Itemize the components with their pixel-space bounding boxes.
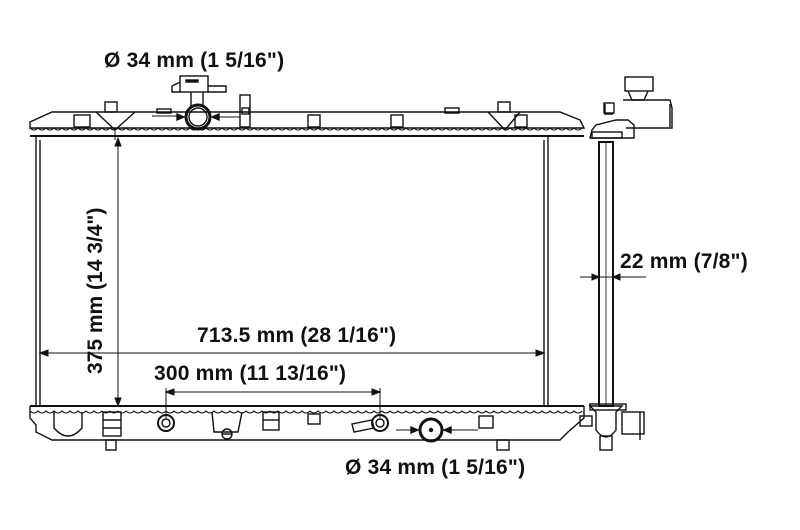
- inlet-diameter-label: Ø 34 mm (1 5/16"): [104, 49, 285, 72]
- outlet-diameter-label: Ø 34 mm (1 5/16"): [345, 456, 526, 479]
- fitting-spacing-label: 300 mm (11 13/16"): [154, 362, 347, 385]
- core-height-label: 375 mm (14 3/4"): [84, 207, 107, 374]
- core-width-label: 713.5 mm (28 1/16"): [197, 324, 397, 347]
- top-tank: [29, 75, 586, 140]
- core-thickness-label: 22 mm (7/8"): [620, 250, 748, 273]
- side-view: [579, 76, 673, 451]
- bottom-tank: [29, 405, 585, 451]
